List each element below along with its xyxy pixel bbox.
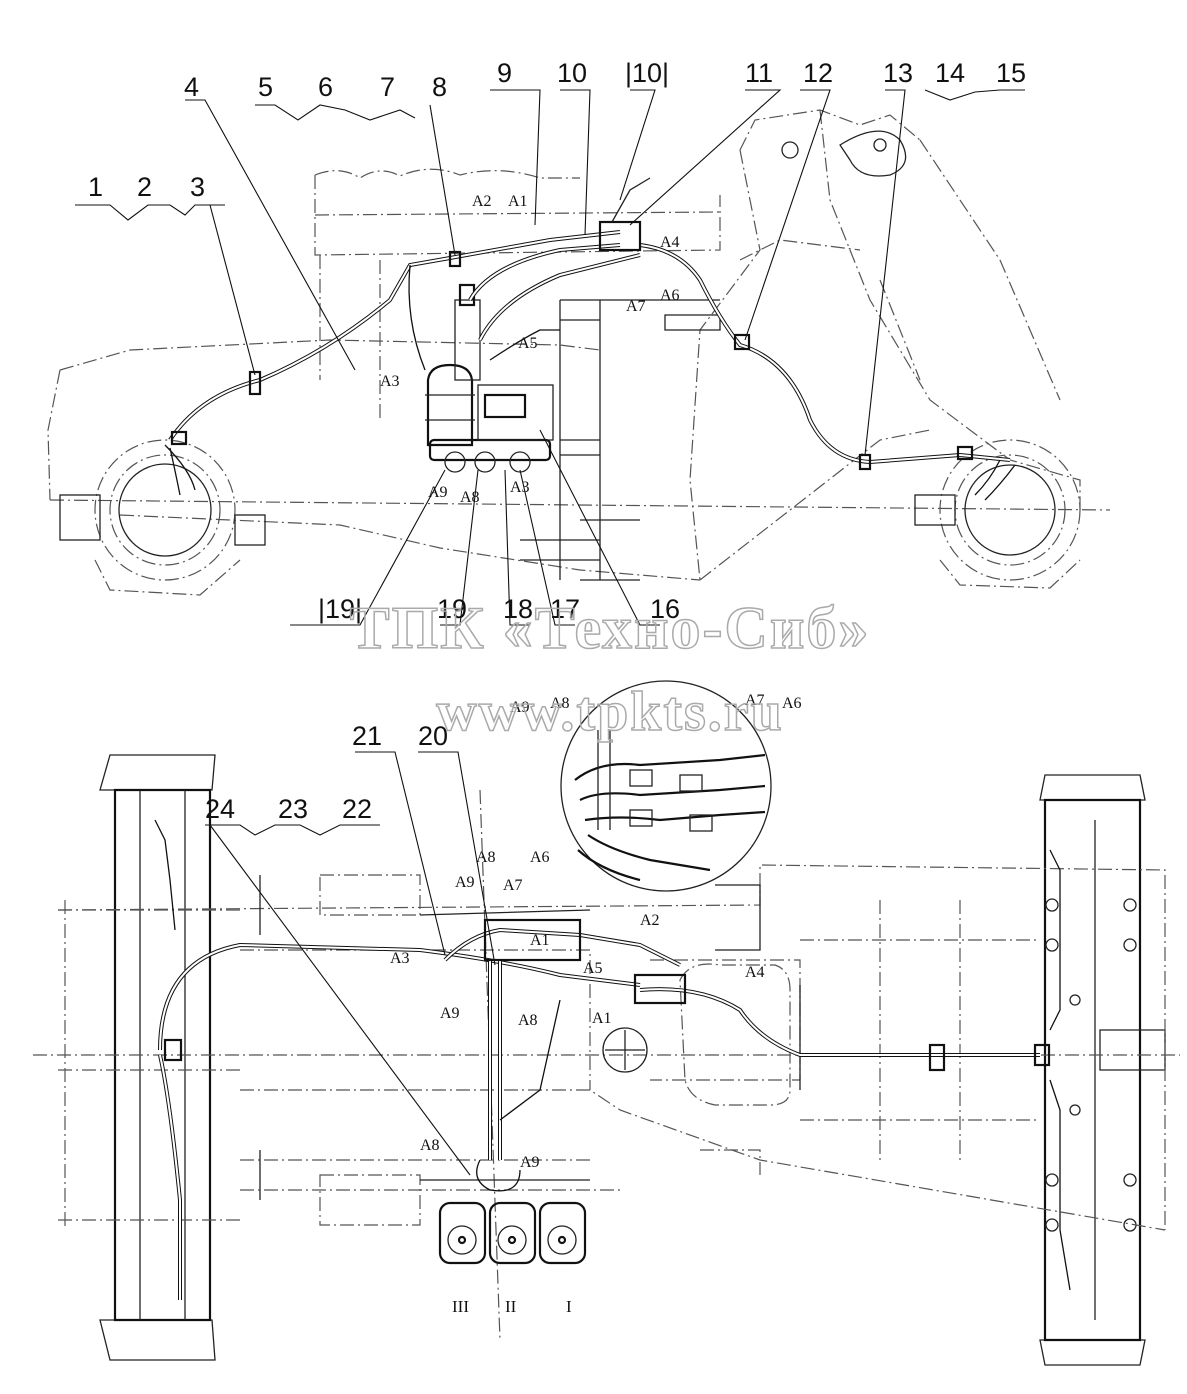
detail-label-a9: A9	[510, 699, 530, 716]
detail-label-a8: A8	[550, 695, 570, 712]
rear-wheel-side	[914, 439, 1081, 589]
callouts-top: 20 21 22 23 24	[205, 721, 448, 824]
pipelines-top	[154, 819, 1071, 1300]
callout-15: 15	[996, 58, 1026, 88]
line-label-a6: A6	[530, 849, 550, 866]
tank-label-iii: III	[452, 1297, 469, 1316]
line-label-a8-upper: A8	[476, 849, 496, 866]
line-labels-top: A2 A1 A3 A4 A5 A6 A7 A8 A9 A9 A8 A8 A9 A…	[390, 692, 802, 1316]
callout-22: 22	[342, 794, 372, 824]
line-label-a8-mid: A8	[518, 1012, 538, 1029]
air-tanks-top	[438, 1201, 587, 1265]
callout-21: 21	[352, 721, 382, 751]
callout-10: 10	[557, 58, 587, 88]
side-view: 1 2 3 4 5 6 7 8 9 10 |10| 11 12 13 14 15…	[47, 58, 1111, 626]
callout-16: 16	[650, 594, 680, 624]
watermark-url: www.tpkts.ru	[436, 681, 784, 743]
line-label-a2: A2	[640, 912, 660, 929]
callout-23: 23	[278, 794, 308, 824]
line-label-a9-lower: A9	[520, 1154, 540, 1171]
line-label-a8-lower: A8	[420, 1137, 440, 1154]
watermark: ТПК «Техно-Сиб» www.tpkts.ru	[349, 594, 871, 744]
line-label-a7: A7	[503, 877, 523, 894]
callout-6: 6	[318, 72, 333, 102]
front-wheel-side	[59, 439, 266, 596]
vehicle-body-outline	[47, 109, 1111, 581]
detail-callout-circle	[560, 680, 772, 892]
line-label-a9: A9	[428, 484, 448, 501]
line-label-a1-lower: A1	[592, 1010, 612, 1027]
callout-11: 11	[745, 58, 773, 88]
callout-19: 19	[437, 594, 467, 624]
line-label-a3-upper: A3	[380, 373, 400, 390]
callout-2: 2	[137, 172, 152, 202]
callout-4: 4	[184, 72, 199, 102]
line-label-a9-mid: A9	[440, 1005, 460, 1022]
line-label-a1-top: A1	[530, 932, 550, 949]
callout-12: 12	[803, 58, 833, 88]
line-labels-side: A1 A2 A3 A4 A5 A6 A7 A3 A8 A9	[380, 193, 680, 506]
callout-3: 3	[190, 172, 205, 202]
detail-label-a7: A7	[745, 692, 765, 709]
callout-1: 1	[88, 172, 103, 202]
tank-label-i: I	[566, 1297, 572, 1316]
detail-label-a6: A6	[782, 695, 802, 712]
air-tank-block-side	[425, 283, 554, 473]
callout-18: 18	[503, 594, 533, 624]
callout-13: 13	[883, 58, 913, 88]
watermark-company: ТПК «Техно-Сиб»	[350, 595, 871, 661]
frame-side	[520, 130, 907, 581]
line-label-a5: A5	[518, 335, 538, 352]
callouts-side: 1 2 3 4 5 6 7 8 9 10 |10| 11 12 13 14 15…	[88, 58, 1026, 624]
callout-14: 14	[935, 58, 965, 88]
callout-5: 5	[258, 72, 273, 102]
line-label-a3: A3	[390, 950, 410, 967]
tank-label-ii: II	[505, 1297, 517, 1316]
line-label-a9-upper: A9	[455, 874, 475, 891]
line-label-a4: A4	[660, 234, 680, 251]
line-label-a3-lower: A3	[510, 479, 530, 496]
callout-19-boxed: |19|	[318, 594, 362, 624]
rear-axle-top	[1039, 774, 1166, 1366]
callout-8: 8	[432, 72, 447, 102]
line-label-a1: A1	[508, 193, 528, 210]
leader-lines-top	[205, 751, 496, 1176]
line-label-a2: A2	[472, 193, 492, 210]
pipelines-side	[164, 177, 1016, 501]
line-label-a7: A7	[626, 298, 646, 315]
line-label-a4: A4	[745, 964, 765, 981]
callout-7: 7	[380, 72, 395, 102]
front-axle-top	[58, 754, 240, 1361]
line-label-a8: A8	[460, 489, 480, 506]
callout-9: 9	[497, 58, 512, 88]
callout-17: 17	[550, 594, 580, 624]
line-label-a5: A5	[583, 960, 603, 977]
callout-20: 20	[418, 721, 448, 751]
leader-lines-side	[75, 89, 1025, 626]
callout-10-boxed: |10|	[625, 58, 669, 88]
callout-24: 24	[205, 794, 235, 824]
top-view: 20 21 22 23 24 A2 A1 A3 A4 A5 A6 A7 A8 A…	[33, 680, 1180, 1366]
line-label-a6: A6	[660, 287, 680, 304]
